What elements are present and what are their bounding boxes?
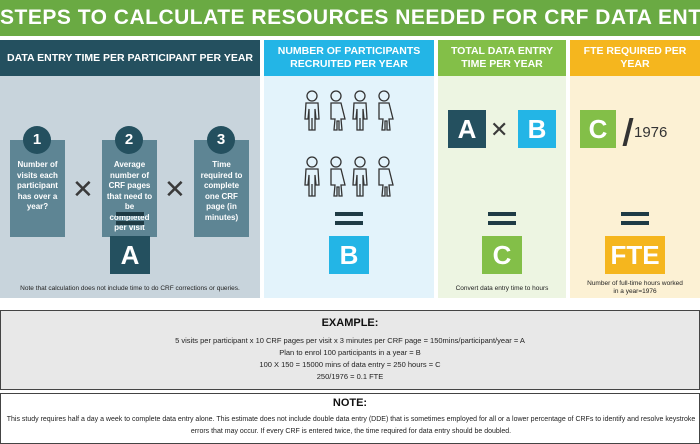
example-line-1: 5 visits per participant x 10 CRF pages … — [175, 336, 525, 345]
slash-icon — [622, 110, 634, 148]
equals-icon — [116, 212, 144, 226]
term-c-box: C — [580, 110, 616, 148]
column-c-header: TOTAL DATA ENTRY TIME PER YEAR — [438, 40, 566, 76]
result-fte: FTE — [605, 236, 665, 274]
person-icon — [304, 90, 320, 131]
column-participants: NUMBER OF PARTICIPANTS RECRUITED PER YEA… — [264, 40, 434, 298]
step-1-number: 1 — [23, 126, 51, 154]
column-a-note: Note that calculation does not include t… — [20, 285, 240, 292]
note-panel: NOTE: This study requires half a day a w… — [0, 393, 700, 444]
result-b: B — [329, 236, 369, 274]
times-icon: ✕ — [490, 117, 509, 142]
column-data-entry-time: DATA ENTRY TIME PER PARTICIPANT PER YEAR… — [0, 40, 260, 298]
column-fte: FTE REQUIRED PER YEAR C 1976 FTE Number … — [570, 40, 700, 298]
person-icon — [352, 90, 368, 131]
step-2-number: 2 — [115, 126, 143, 154]
column-c-note: Convert data entry time to hours — [455, 285, 549, 292]
example-line-3: 100 X 150 = 15000 mins of data entry = 2… — [259, 360, 441, 369]
person-icon — [352, 156, 368, 197]
note-title: NOTE: — [332, 397, 368, 409]
column-d-note: Number of full-time hours worked in a ye… — [587, 280, 683, 295]
person-icon — [378, 90, 394, 131]
result-a: A — [110, 236, 150, 274]
page-title: STEPS TO CALCULATE RESOURCES NEEDED FOR … — [0, 0, 700, 36]
step-3-text: Time required to complete one CRF page (… — [200, 160, 243, 222]
term-a-box: A — [448, 110, 486, 148]
person-icon — [330, 156, 346, 197]
example-lines: 5 visits per participant x 10 CRF pages … — [1, 335, 699, 383]
times-icon: ✕ — [72, 174, 94, 204]
times-icon: ✕ — [164, 174, 186, 204]
note-text: This study requires half a day a week to… — [6, 416, 696, 435]
column-d-header: FTE REQUIRED PER YEAR — [570, 40, 700, 76]
equals-icon — [335, 212, 363, 226]
column-total-time: TOTAL DATA ENTRY TIME PER YEAR A ✕ B C C… — [438, 40, 566, 298]
step-1-box: Number of visits each participant has ov… — [10, 140, 65, 237]
step-3-number: 3 — [207, 126, 235, 154]
step-3-box: Time required to complete one CRF page (… — [194, 140, 249, 237]
example-line-2: Plan to enrol 100 participants in a year… — [279, 348, 421, 357]
equals-icon — [621, 212, 649, 226]
result-c: C — [482, 236, 522, 274]
person-icon — [304, 156, 320, 197]
step-2-text: Average number of CRF pages that need to… — [106, 160, 153, 232]
divisor-value: 1976 — [634, 124, 668, 141]
person-icon — [330, 90, 346, 131]
term-b-box: B — [518, 110, 556, 148]
step-1-text: Number of visits each participant has ov… — [17, 160, 58, 211]
example-line-4: 250/1976 = 0.1 FTE — [316, 372, 384, 381]
column-b-header: NUMBER OF PARTICIPANTS RECRUITED PER YEA… — [264, 40, 434, 76]
example-panel: EXAMPLE: 5 visits per participant x 10 C… — [0, 310, 700, 390]
column-a-header: DATA ENTRY TIME PER PARTICIPANT PER YEAR — [0, 40, 260, 76]
equals-icon — [488, 212, 516, 226]
person-icon — [378, 156, 394, 197]
participants-icon-group — [304, 90, 394, 197]
step-2-box: Average number of CRF pages that need to… — [102, 140, 157, 237]
example-title: EXAMPLE: — [321, 317, 379, 329]
